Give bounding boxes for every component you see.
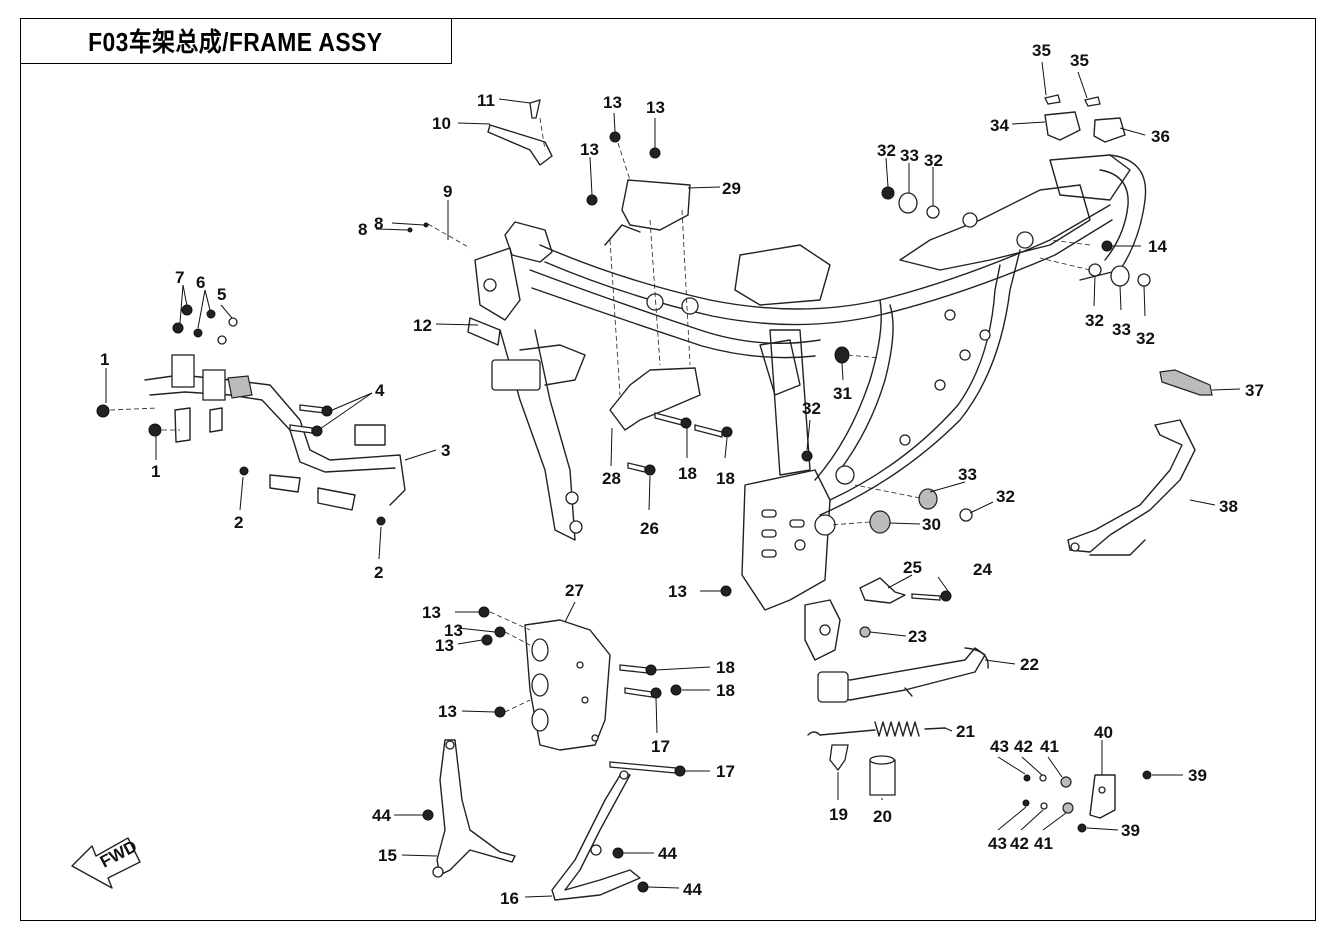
callout-20: 20 [873,807,892,826]
fwd-arrow: FWD [71,837,141,889]
callout-38: 38 [1219,497,1238,516]
callout-8a: 8 [374,214,383,233]
title-block: F03车架总成/FRAME ASSY [20,18,452,64]
callout-40: 40 [1094,723,1113,742]
stand-pin-19-drawing [829,744,849,772]
callout-4: 4 [375,381,385,400]
callout-42a: 42 [1014,737,1033,756]
callout-21: 21 [956,722,975,741]
callout-11: 11 [477,91,495,110]
callout-27: 27 [565,581,584,600]
callout-5: 5 [217,285,226,304]
front-guard-bracket-drawing [144,354,406,511]
callout-6: 6 [196,273,205,292]
callout-13a: 13 [603,93,622,112]
callout-13f: 13 [444,621,463,640]
callout-18b: 18 [716,469,735,488]
callout-34: 34 [990,116,1009,135]
callout-41a: 41 [1040,737,1059,756]
callout-13d: 13 [668,582,687,601]
bracket-plate-10-drawing [487,124,553,166]
callout-17a: 17 [651,737,670,756]
callout-1b: 1 [151,462,160,481]
callout-32d: 32 [1136,329,1155,348]
callout-23: 23 [908,627,927,646]
callout-12: 12 [413,316,432,335]
callout-44c: 44 [683,880,702,899]
engine-plate-27-drawing [524,619,611,751]
callout-3: 3 [441,441,450,460]
callout-14: 14 [1148,237,1167,256]
side-stand-22-drawing [817,647,989,703]
callout-31: 31 [833,384,852,403]
callout-7: 7 [175,268,184,287]
callout-8b: 8 [358,220,367,239]
callout-32c: 32 [1085,311,1104,330]
callout-13c: 13 [580,140,599,159]
callout-18a: 18 [678,464,697,483]
callout-35a: 35 [1032,41,1051,60]
callout-44a: 44 [372,806,391,825]
callout-43b: 43 [988,834,1007,853]
drawing-border [20,18,1316,921]
callout-17b: 17 [716,762,735,781]
callout-2a: 2 [234,513,243,532]
callout-24: 24 [973,560,992,579]
callout-39a: 39 [1188,766,1207,785]
callout-26: 26 [640,519,659,538]
sleeve-20-drawing [869,755,896,796]
callout-30: 30 [922,515,941,534]
footrest-bracket-16-drawing [551,770,641,901]
callout-32f: 32 [996,487,1015,506]
callout-28: 28 [602,469,621,488]
callout-labels: 1 1 2 2 3 4 5 6 7 8 8 9 10 11 12 13 13 1… [100,41,1264,908]
callout-33b: 33 [1112,320,1131,339]
callout-19: 19 [829,805,848,824]
switch-bracket-40-drawing [1089,774,1116,819]
callout-10: 10 [432,114,451,133]
callout-35b: 35 [1070,51,1089,70]
callout-18d: 18 [716,681,735,700]
stand-bracket-25-drawing [804,577,906,661]
callout-13g: 13 [435,636,454,655]
pillion-grip-37-drawing [1159,369,1213,396]
callout-25: 25 [903,558,922,577]
callout-42b: 42 [1010,834,1029,853]
callout-32b: 32 [924,151,943,170]
callout-2b: 2 [374,563,383,582]
callout-1a: 1 [100,350,109,369]
callout-13e: 13 [422,603,441,622]
callout-32e: 32 [802,399,821,418]
rear-bracket-38-drawing [1067,419,1196,556]
main-frame-drawing [467,154,1147,611]
engine-bracket-drawing [604,179,701,431]
callout-41b: 41 [1034,834,1053,853]
fwd-label: FWD [97,837,140,872]
callout-29: 29 [722,179,741,198]
callout-32a: 32 [877,141,896,160]
callout-33a: 33 [900,146,919,165]
callout-33c: 33 [958,465,977,484]
callout-16: 16 [500,889,519,908]
leader-lines [105,61,1241,898]
callout-37: 37 [1245,381,1264,400]
callout-15: 15 [378,846,397,865]
callout-13b: 13 [646,98,665,117]
diagram-title: F03车架总成/FRAME ASSY [88,27,383,57]
stand-spring-21-drawing [807,721,946,737]
footrest-bracket-15-drawing [432,739,516,878]
callout-9: 9 [443,182,452,201]
callout-39b: 39 [1121,821,1140,840]
callout-22: 22 [1020,655,1039,674]
callout-36: 36 [1151,127,1170,146]
callout-13h: 13 [438,702,457,721]
callout-44b: 44 [658,844,677,863]
tail-brackets-34-36-drawing [1044,111,1126,143]
callout-43a: 43 [990,737,1009,756]
callout-18c: 18 [716,658,735,677]
